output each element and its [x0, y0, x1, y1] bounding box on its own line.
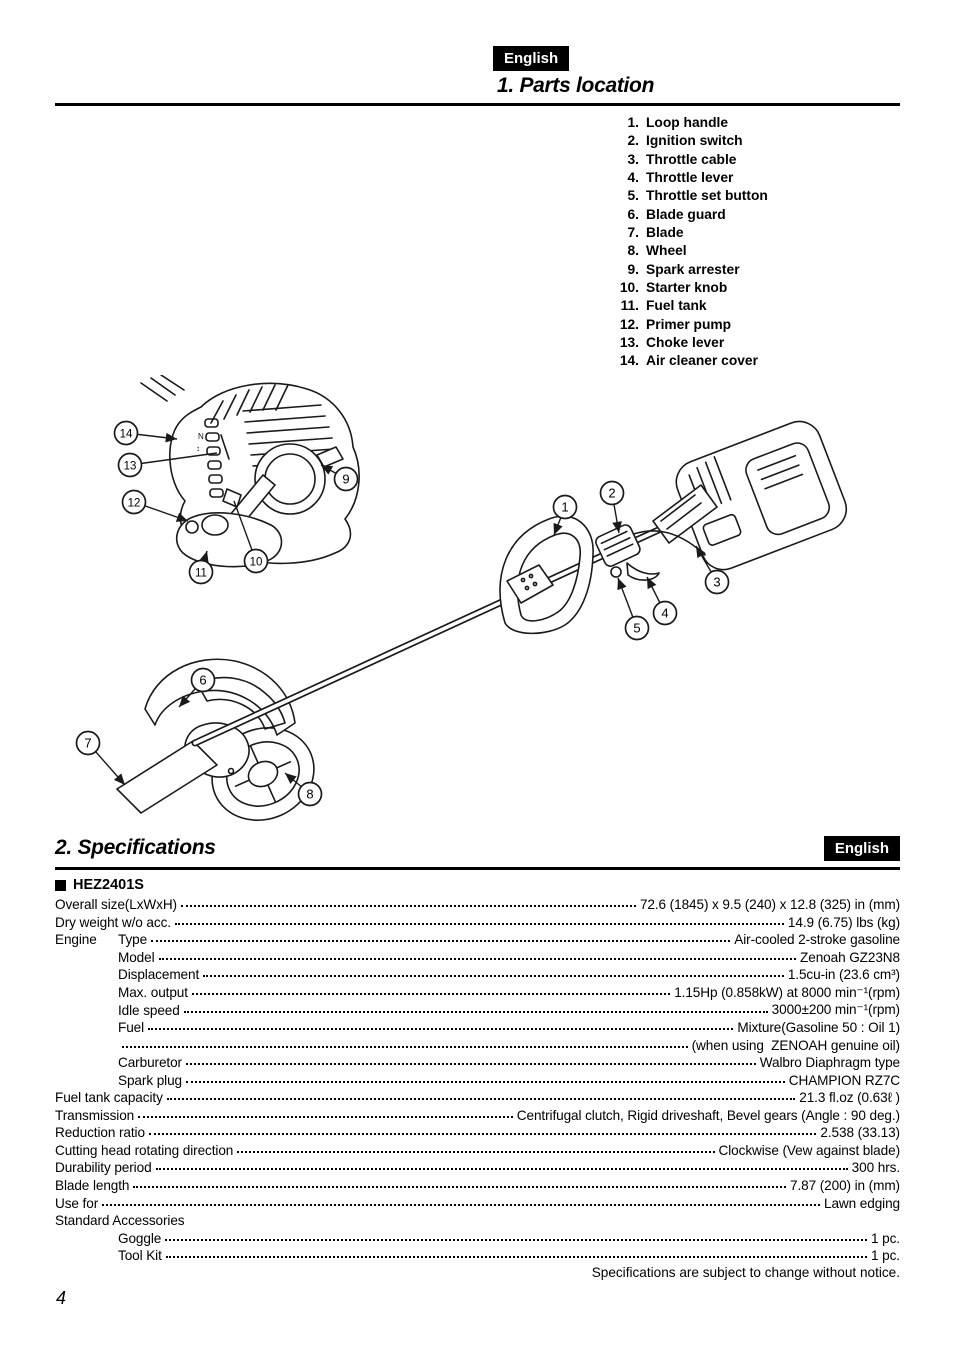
callout-4: 4	[646, 576, 678, 626]
callout-1: 1	[552, 494, 578, 536]
callout-11: 11	[188, 550, 214, 585]
svg-text:13: 13	[124, 461, 137, 473]
svg-text:4: 4	[661, 606, 668, 621]
part-list-item: 10.Starter knob	[619, 280, 728, 296]
callout-7: 7	[75, 730, 126, 786]
primer-pump-drawing	[185, 520, 199, 534]
model-heading: HEZ2401S	[55, 877, 900, 893]
choke-lever-drawing	[220, 434, 230, 460]
language-badge-specs: English	[823, 836, 900, 861]
svg-text:5: 5	[633, 621, 640, 636]
callout-6: 6	[178, 667, 216, 708]
spec-rows: Overall size(LxWxH)72.6 (1845) x 9.5 (24…	[55, 896, 900, 1264]
loop-handle-drawing	[499, 515, 594, 635]
svg-text:9: 9	[342, 472, 349, 487]
part-list-item: 1.Loop handle	[627, 115, 729, 130]
svg-text:N: N	[198, 432, 204, 441]
spec-row: Standard Accessories	[55, 1213, 185, 1229]
spec-row: (when using ZENOAH genuine oil)	[55, 1036, 900, 1054]
part-list-item: 13.Choke lever	[619, 335, 725, 351]
language-badge-top: English	[493, 46, 570, 71]
callout-14: 14	[113, 420, 178, 446]
spark-arrester-drawing	[316, 446, 344, 468]
throttle-lever-drawing	[595, 524, 641, 567]
svg-text:6: 6	[199, 673, 206, 688]
spec-row: Overall size(LxWxH)72.6 (1845) x 9.5 (24…	[55, 897, 900, 913]
svg-text:12: 12	[128, 498, 141, 510]
spec-row: Dry weight w/o acc.14.9 (6.75) lbs (kg)	[55, 914, 900, 930]
svg-text:10: 10	[250, 557, 263, 569]
page-number: 4	[56, 1288, 67, 1308]
callout-12: 12	[121, 489, 189, 522]
callout-10: 10	[233, 500, 269, 574]
specs-rule	[55, 867, 900, 870]
part-list-item: 4.Throttle lever	[627, 170, 734, 186]
svg-text:↕: ↕	[196, 444, 200, 453]
part-list-item: 7.Blade	[627, 225, 684, 241]
part-list-item: 12.Primer pump	[619, 316, 732, 332]
part-list-item: 9.Spark arrester	[627, 261, 740, 277]
part-list-item: 3.Throttle cable	[627, 151, 737, 167]
svg-text:1: 1	[561, 500, 568, 515]
callout-2: 2	[599, 480, 625, 534]
svg-text:2: 2	[608, 486, 615, 501]
engine-closeup-drawing: N↕	[140, 375, 360, 568]
rear-engine-drawing	[675, 420, 848, 571]
part-list-item: 14.Air cleaner cover	[619, 353, 758, 369]
callout-13: 13	[117, 452, 218, 478]
svg-text:8: 8	[306, 787, 313, 802]
main-unit-drawing	[191, 420, 848, 747]
part-list-item: 8.Wheel	[627, 243, 687, 259]
edger-head-drawing	[116, 658, 315, 822]
specifications-section: 2. Specifications English HEZ2401S Overa…	[55, 836, 900, 1280]
part-list-item: 2.Ignition switch	[627, 133, 743, 149]
svg-text:14: 14	[120, 429, 133, 441]
model-name: HEZ2401S	[73, 877, 144, 893]
header-rule	[55, 103, 900, 106]
callout-3: 3	[695, 545, 730, 595]
callout-5: 5	[617, 577, 650, 641]
part-list-item: 11.Fuel tank	[620, 298, 707, 314]
part-list-item: 5.Throttle set button	[627, 188, 768, 204]
section-title-parts-location: 1. Parts location	[497, 74, 655, 97]
model-bullet	[55, 879, 66, 891]
svg-text:11: 11	[195, 568, 207, 580]
callout-9: 9	[320, 464, 359, 492]
parts-list: 1.Loop handle 2.Ignition switch 3.Throttle…	[607, 114, 768, 371]
part-list-item: 6.Blade guard	[627, 206, 726, 222]
section-title-specifications: 2. Specifications	[55, 836, 216, 859]
specs-notice: Specifications are subject to change wit…	[591, 1265, 900, 1281]
svg-text:7: 7	[84, 736, 91, 751]
starter-knob-drawing	[222, 488, 242, 508]
callout-8: 8	[284, 772, 323, 807]
svg-text:3: 3	[713, 575, 720, 590]
